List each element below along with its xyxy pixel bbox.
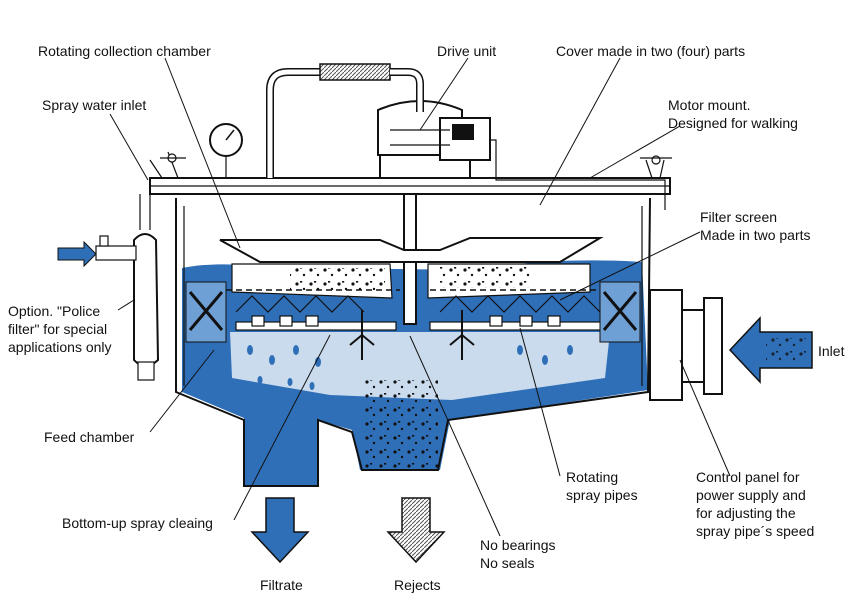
label-police-filter-1: Option. "Police	[8, 303, 100, 319]
rejects-arrow	[386, 497, 446, 564]
spray-nozzle-row	[235, 295, 601, 313]
label-cover: Cover made in two (four) parts	[556, 43, 745, 59]
water-light	[230, 332, 610, 400]
rejects-debris	[364, 380, 438, 468]
spray-valve	[95, 245, 137, 261]
label-rotating-spray-pipes-2: spray pipes	[566, 487, 638, 503]
label-drive-unit: Drive unit	[437, 43, 496, 59]
pressure-gauge	[209, 123, 243, 178]
label-control-panel-2: power supply and	[696, 487, 806, 503]
label-feed-chamber: Feed chamber	[44, 429, 135, 445]
labels: Rotating collection chamber Drive unit C…	[8, 43, 845, 593]
spray-water-arrow	[57, 240, 97, 268]
lid-handle-right	[640, 155, 672, 179]
label-inlet: Inlet	[818, 343, 845, 359]
rotating-spray-pipes	[235, 315, 606, 331]
label-rejects: Rejects	[394, 577, 441, 593]
label-control-panel-4: spray pipe´s speed	[696, 523, 814, 539]
label-spray-water-inlet: Spray water inlet	[42, 97, 146, 113]
inlet-flange	[649, 289, 723, 401]
label-motor-mount-2: Designed for walking	[668, 115, 798, 131]
label-control-panel-1: Control panel for	[696, 469, 800, 485]
drive-unit	[377, 100, 491, 179]
tank-outline	[175, 197, 651, 487]
y-nozzles	[349, 310, 475, 360]
label-motor-mount-1: Motor mount.	[668, 97, 750, 113]
label-filtrate: Filtrate	[260, 577, 303, 593]
label-police-filter-2: filter" for special	[8, 321, 107, 337]
label-rotating-collection-chamber: Rotating collection chamber	[38, 43, 211, 59]
label-no-bearings: No bearings	[480, 537, 556, 553]
label-filter-screen-2: Made in two parts	[700, 227, 811, 243]
leader-lines	[109, 57, 731, 537]
spray-water-piping	[209, 63, 666, 210]
label-no-seals: No seals	[480, 555, 534, 571]
label-police-filter-3: applications only	[8, 339, 112, 355]
water-drops	[247, 345, 573, 390]
label-bottom-up-spray: Bottom-up spray cleaing	[62, 515, 213, 531]
police-filter	[95, 194, 160, 381]
label-control-panel-3: for adjusting the	[696, 505, 796, 521]
lid-handle-left	[149, 151, 186, 179]
label-rotating-spray-pipes-1: Rotating	[566, 469, 618, 485]
label-filter-screen-1: Filter screen	[700, 209, 777, 225]
flex-hose	[319, 63, 391, 81]
filtrate-arrow	[250, 497, 310, 564]
